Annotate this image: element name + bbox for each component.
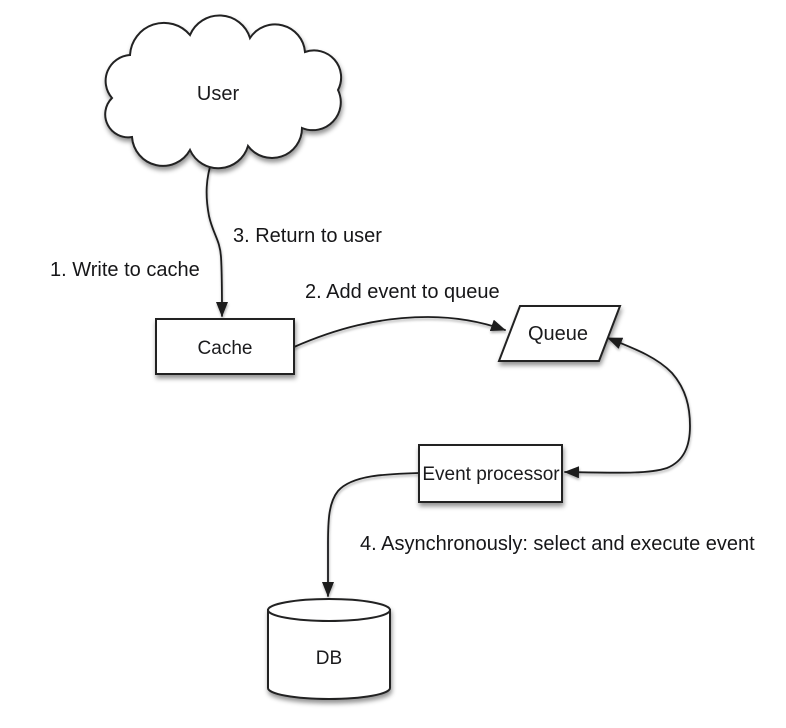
arrow-queue-event-processor-loop <box>564 337 691 479</box>
queue-parallelogram <box>497 305 622 362</box>
step3-label: 3. Return to user <box>233 225 382 247</box>
db-cylinder <box>267 598 391 700</box>
db-label: DB <box>316 648 342 669</box>
arrow-user-to-cache <box>205 159 228 317</box>
event-processor-box <box>418 444 563 503</box>
event-processor-label: Event processor <box>422 464 560 485</box>
queue-label: Queue <box>528 323 588 345</box>
db-cylinder-body <box>267 609 391 700</box>
cache-box <box>155 318 295 375</box>
user-cloud-shape <box>104 14 343 170</box>
step1-label: 1. Write to cache <box>50 259 200 281</box>
user-label: User <box>197 83 240 105</box>
step2-label: 2. Add event to queue <box>305 281 500 303</box>
db-cylinder-top <box>267 598 391 622</box>
arrow-event-processor-to-db <box>322 472 420 597</box>
cache-label: Cache <box>198 338 253 359</box>
step4-label: 4. Asynchronously: select and execute ev… <box>360 533 755 555</box>
arrow-cache-to-queue <box>293 316 506 348</box>
